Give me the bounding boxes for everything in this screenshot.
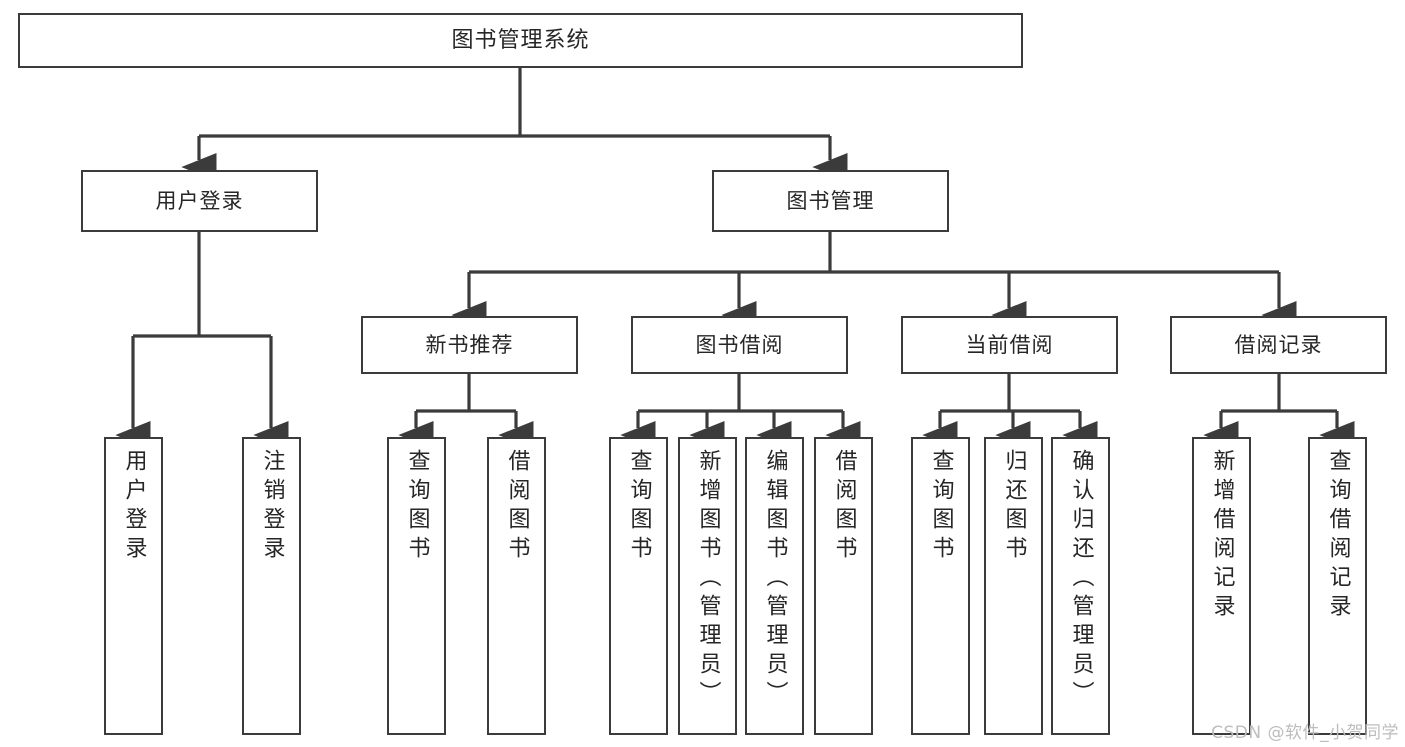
leaf-add-borrow-record-label: 新增借阅记录	[1209, 449, 1235, 623]
node-user-login[interactable]: 用户登录	[81, 170, 318, 232]
leaf-query-book-current[interactable]: 查询图书	[911, 437, 970, 735]
csdn-watermark: CSDN @软件_小贺同学	[1211, 723, 1399, 743]
node-book-borrow[interactable]: 图书借阅	[631, 316, 848, 374]
node-book-borrow-label: 图书借阅	[695, 332, 784, 357]
leaf-add-book-admin-label: 新增图书（管理员）	[695, 449, 721, 710]
leaf-query-book-current-label: 查询图书	[928, 449, 954, 565]
leaf-edit-book-admin-label: 编辑图书（管理员）	[762, 449, 788, 710]
node-user-login-label: 用户登录	[155, 188, 244, 213]
leaf-query-book-borrow[interactable]: 查询图书	[609, 437, 668, 735]
leaf-borrow-book-label: 借阅图书	[831, 449, 857, 565]
leaf-logout-label: 注销登录	[259, 449, 285, 565]
node-new-book-recommend-label: 新书推荐	[425, 332, 514, 357]
leaf-borrow-book-newbook[interactable]: 借阅图书	[487, 437, 546, 735]
leaf-confirm-return-admin-label: 确认归还（管理员）	[1068, 449, 1094, 710]
leaf-query-book-borrow-label: 查询图书	[626, 449, 652, 565]
node-root[interactable]: 图书管理系统	[18, 13, 1023, 68]
leaf-borrow-book[interactable]: 借阅图书	[814, 437, 873, 735]
node-book-management-label: 图书管理	[786, 188, 875, 213]
node-borrow-record-label: 借阅记录	[1234, 332, 1323, 357]
node-borrow-record[interactable]: 借阅记录	[1170, 316, 1387, 374]
leaf-query-book-newbook-label: 查询图书	[404, 449, 430, 565]
leaf-borrow-book-newbook-label: 借阅图书	[504, 449, 530, 565]
node-current-borrow-label: 当前借阅	[965, 332, 1054, 357]
leaf-confirm-return-admin[interactable]: 确认归还（管理员）	[1051, 437, 1110, 735]
leaf-edit-book-admin[interactable]: 编辑图书（管理员）	[745, 437, 804, 735]
leaf-add-borrow-record[interactable]: 新增借阅记录	[1192, 437, 1251, 735]
leaf-query-borrow-record[interactable]: 查询借阅记录	[1308, 437, 1367, 735]
leaf-add-book-admin[interactable]: 新增图书（管理员）	[678, 437, 737, 735]
leaf-user-login[interactable]: 用户登录	[104, 437, 163, 735]
node-root-label: 图书管理系统	[451, 27, 590, 53]
leaf-logout[interactable]: 注销登录	[242, 437, 301, 735]
leaf-user-login-label: 用户登录	[121, 449, 147, 565]
node-book-management[interactable]: 图书管理	[712, 170, 949, 232]
leaf-return-book-label: 归还图书	[1001, 449, 1027, 565]
leaf-return-book[interactable]: 归还图书	[984, 437, 1043, 735]
node-current-borrow[interactable]: 当前借阅	[901, 316, 1118, 374]
node-new-book-recommend[interactable]: 新书推荐	[361, 316, 578, 374]
leaf-query-borrow-record-label: 查询借阅记录	[1325, 449, 1351, 623]
leaf-query-book-newbook[interactable]: 查询图书	[387, 437, 446, 735]
